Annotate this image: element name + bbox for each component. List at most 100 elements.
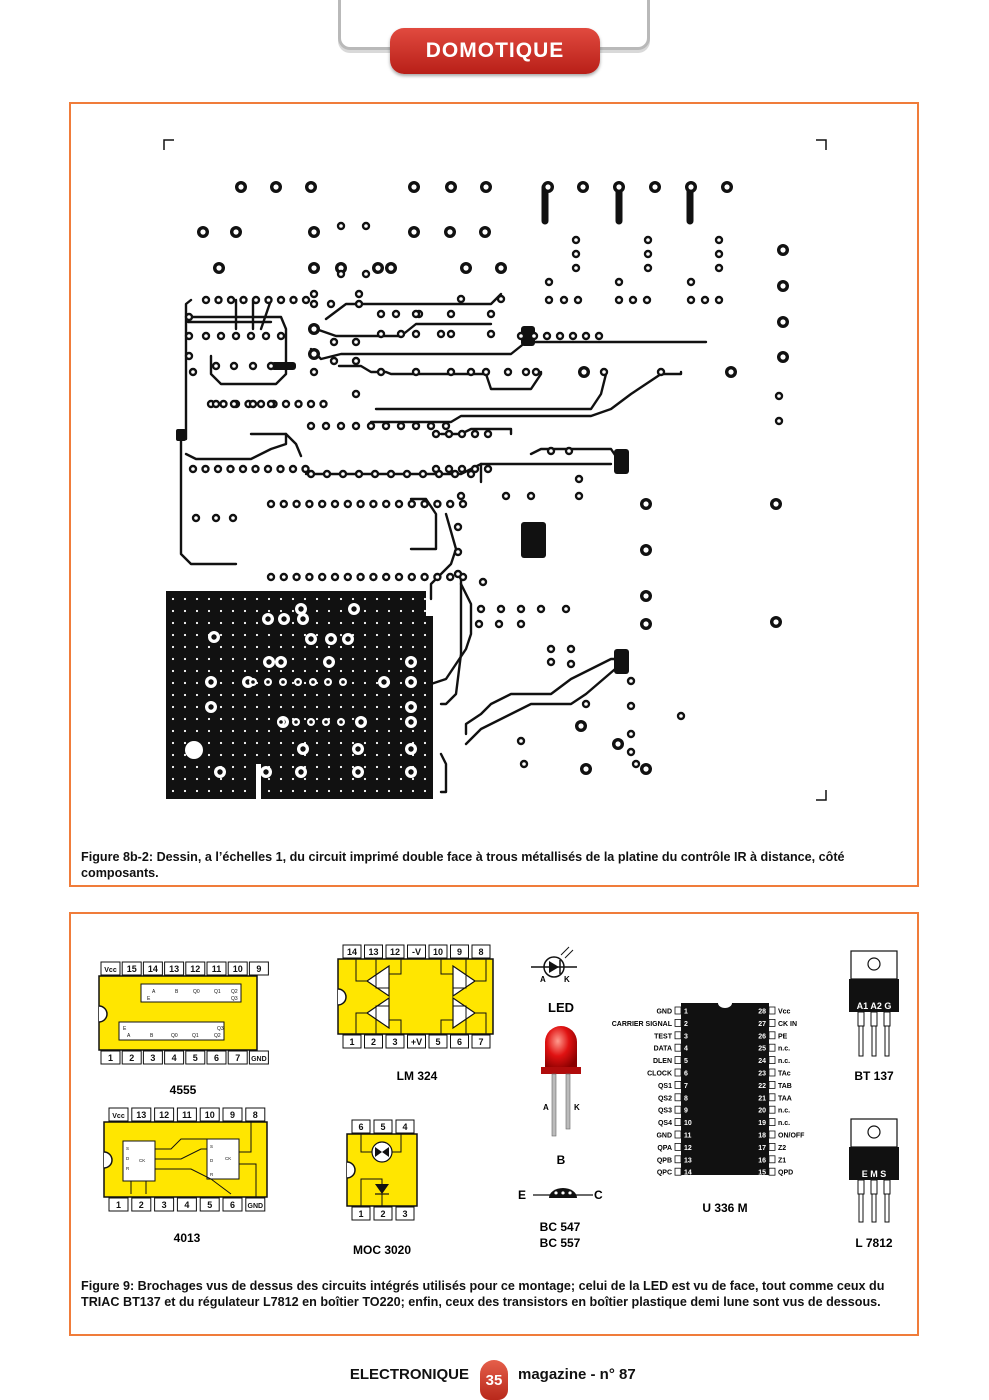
pin-label: 10 xyxy=(205,1110,215,1120)
u336-right-label: QPD xyxy=(778,1170,793,1177)
transistor-name-2: BC 557 xyxy=(540,1236,581,1250)
u336-right-num: 17 xyxy=(758,1145,766,1152)
pin-box xyxy=(154,1197,175,1212)
u336-left-label: GND xyxy=(656,1009,672,1016)
svg-text:S: S xyxy=(210,1144,213,1149)
transistor-pinout: B E C BC 547 BC 557 xyxy=(518,1153,603,1250)
u336-right-label: ON/OFF xyxy=(778,1133,805,1140)
pin-box xyxy=(373,1119,393,1134)
u336-left-label: QS1 xyxy=(658,1083,672,1090)
pin-label: 2 xyxy=(380,1209,385,1219)
bt137-name: BT 137 xyxy=(854,1069,894,1083)
pin-box xyxy=(154,1107,175,1122)
pin-box xyxy=(164,1050,185,1065)
pin-label: 11 xyxy=(182,1110,192,1120)
pin-label: 6 xyxy=(214,1053,219,1063)
u336-right-num: 24 xyxy=(758,1058,766,1065)
pin-label: 13 xyxy=(136,1110,146,1120)
transistor-c: C xyxy=(594,1188,603,1202)
figure-8b-caption: Figure 8b-2: Dessin, a l’échelles 1, du … xyxy=(81,850,845,880)
u336-right-num: 23 xyxy=(758,1071,766,1078)
u336-left-label: DATA xyxy=(654,1046,672,1053)
pin-box xyxy=(222,1197,243,1212)
u336-right-label: n.c. xyxy=(778,1108,790,1115)
u336-left-label: TEST xyxy=(654,1033,673,1040)
pin-box xyxy=(407,944,426,959)
u336-left-num: 3 xyxy=(684,1033,688,1040)
u336-right-label: TAB xyxy=(778,1083,792,1090)
pin-box xyxy=(395,1119,415,1134)
led-lead-k: K xyxy=(574,1103,580,1112)
u336-right-num: 20 xyxy=(758,1108,766,1115)
transistor-b: B xyxy=(557,1153,566,1167)
ground-plane xyxy=(166,591,433,799)
pin-label: 8 xyxy=(253,1110,258,1120)
u336-left-label: CLOCK xyxy=(647,1071,672,1078)
pin-label: 13 xyxy=(368,947,378,957)
u336-left-num: 13 xyxy=(684,1157,692,1164)
l7812-name: L 7812 xyxy=(855,1236,892,1250)
ic-lm324-name: LM 324 xyxy=(397,1069,438,1083)
u336-right-label: Vcc xyxy=(778,1009,791,1016)
l7812-pins: E M S xyxy=(862,1169,887,1179)
svg-text:R: R xyxy=(210,1172,214,1177)
ic-4555-name: 4555 xyxy=(170,1083,197,1097)
u336-left-num: 11 xyxy=(684,1133,692,1140)
u336-right-label: PE xyxy=(778,1033,788,1040)
bt137-pins: A1 A2 G xyxy=(857,1001,892,1011)
pin-label: 8 xyxy=(478,947,483,957)
pin-label: 9 xyxy=(230,1110,235,1120)
pin-label: -V xyxy=(412,947,421,957)
pin-label: 9 xyxy=(256,964,261,974)
pin-box xyxy=(185,1050,206,1065)
u336-left-num: 4 xyxy=(684,1046,688,1053)
pin-box xyxy=(100,961,121,976)
pin-box xyxy=(342,1034,362,1049)
pin-box xyxy=(248,961,269,976)
pin-box xyxy=(121,961,142,976)
pin-box xyxy=(142,1050,163,1065)
u336-left-label: QPB xyxy=(657,1157,672,1164)
svg-text:CK: CK xyxy=(139,1158,145,1163)
crop-marks xyxy=(163,139,827,801)
pin-box xyxy=(407,1034,426,1049)
svg-text:CK: CK xyxy=(225,1156,231,1161)
pin-label: 1 xyxy=(358,1209,363,1219)
pin-box xyxy=(108,1197,129,1212)
pin-label: 6 xyxy=(457,1037,462,1047)
pin-label: Vcc xyxy=(112,1113,125,1120)
pin-label: 7 xyxy=(478,1037,483,1047)
pin-box xyxy=(176,1107,197,1122)
pin-label: 4 xyxy=(172,1053,177,1063)
page-number-badge: 35 xyxy=(480,1360,508,1400)
pin-box xyxy=(227,1050,248,1065)
u336-right-label: CK IN xyxy=(778,1021,797,1028)
u336-left-num: 12 xyxy=(684,1145,692,1152)
u336-left-num: 14 xyxy=(684,1170,692,1177)
pin-box xyxy=(395,1206,415,1221)
l7812-to220: E M S L 7812 xyxy=(849,1118,899,1250)
pin-label: 4 xyxy=(184,1200,189,1210)
pin-label: 7 xyxy=(235,1053,240,1063)
u336-right-label: TAA xyxy=(778,1095,792,1102)
pin-box xyxy=(450,1034,469,1049)
u336-left-label: QS4 xyxy=(658,1120,672,1127)
u336-left-label: DLEN xyxy=(653,1058,672,1065)
pin-label: 1 xyxy=(116,1200,121,1210)
pin-box xyxy=(373,1206,393,1221)
u336-right-num: 15 xyxy=(758,1170,766,1177)
pin-label: 14 xyxy=(347,947,357,957)
u336-right-num: 16 xyxy=(758,1157,766,1164)
svg-text:R: R xyxy=(126,1166,130,1171)
u336-left-label: QS3 xyxy=(658,1108,672,1115)
figure-pcb-panel: Figure 8b-2: Dessin, a l’échelles 1, du … xyxy=(69,102,919,887)
pin-box xyxy=(471,1034,491,1049)
pin-box xyxy=(245,1197,266,1212)
u336-left-label: GND xyxy=(656,1133,672,1140)
pin-label: 11 xyxy=(212,964,222,974)
svg-text:Q1: Q1 xyxy=(192,1033,199,1039)
u336-right-num: 22 xyxy=(758,1083,766,1090)
u336-right-label: n.c. xyxy=(778,1120,790,1127)
